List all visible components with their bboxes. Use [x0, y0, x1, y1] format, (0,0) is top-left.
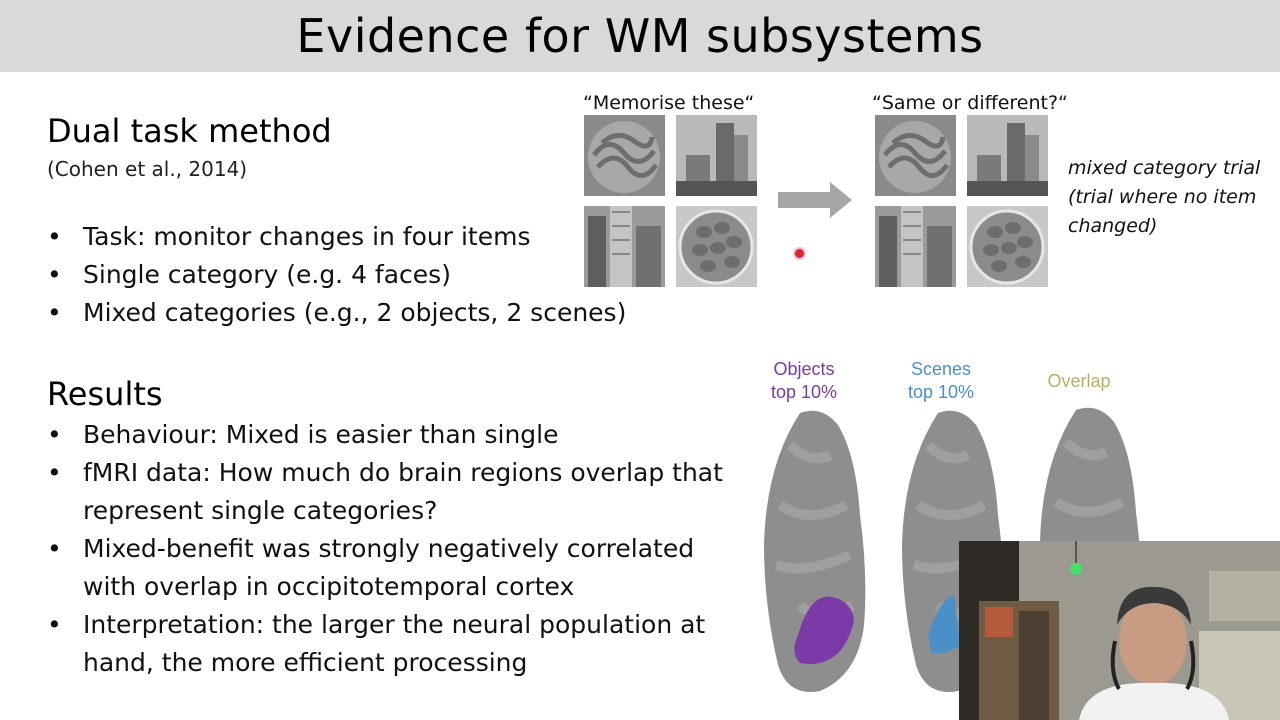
- stimulus-scene-buildings: [584, 206, 665, 287]
- scenes-label-title: Scenes: [910, 359, 972, 379]
- results-bullet: Interpretation: the larger the neural po…: [47, 606, 727, 682]
- stimulus-scene-city-test: [967, 115, 1048, 196]
- brain-objects: [764, 410, 866, 692]
- stimulus-object-pattern-test: [875, 115, 956, 196]
- memorise-label: “Memorise these“: [583, 92, 755, 114]
- objects-label-title: Objects: [773, 359, 835, 379]
- title-bar: Evidence for WM subsystems: [0, 0, 1280, 72]
- stimulus-object-pattern: [584, 115, 665, 196]
- method-heading: Dual task method: [47, 112, 332, 150]
- stimulus-object-bowl: [676, 206, 757, 287]
- overlap-label: Overlap: [1047, 371, 1111, 391]
- results-bullet: Behaviour: Mixed is easier than single: [47, 416, 727, 454]
- slide-title: Evidence for WM subsystems: [296, 9, 984, 63]
- arrow-right-icon: [778, 182, 852, 218]
- results-bullet: fMRI data: How much do brain regions ove…: [47, 454, 727, 530]
- results-bullet-list: Behaviour: Mixed is easier than single f…: [47, 416, 727, 682]
- presenter-webcam: [959, 541, 1280, 720]
- same-different-label: “Same or different?“: [872, 92, 1068, 114]
- objects-label: Objects top 10%: [754, 358, 854, 404]
- method-bullet: Mixed categories (e.g., 2 objects, 2 sce…: [47, 294, 667, 332]
- stimulus-object-bowl-test: [967, 206, 1048, 287]
- stimulus-scene-buildings-test: [875, 206, 956, 287]
- results-bullet: Mixed-benefit was strongly negatively co…: [47, 530, 727, 606]
- trial-note: mixed category trial (trial where no ite…: [1068, 157, 1261, 237]
- results-heading: Results: [47, 375, 163, 413]
- method-bullet: Task: monitor changes in four items: [47, 218, 667, 256]
- stimulus-scene-city: [676, 115, 757, 196]
- citation: (Cohen et al., 2014): [47, 157, 248, 181]
- method-bullet-list: Task: monitor changes in four items Sing…: [47, 218, 667, 332]
- method-bullet: Single category (e.g. 4 faces): [47, 256, 667, 294]
- laser-pointer: [795, 249, 804, 258]
- scenes-label: Scenes top 10%: [891, 358, 991, 404]
- objects-label-sub: top 10%: [770, 382, 838, 402]
- scenes-label-sub: top 10%: [907, 382, 975, 402]
